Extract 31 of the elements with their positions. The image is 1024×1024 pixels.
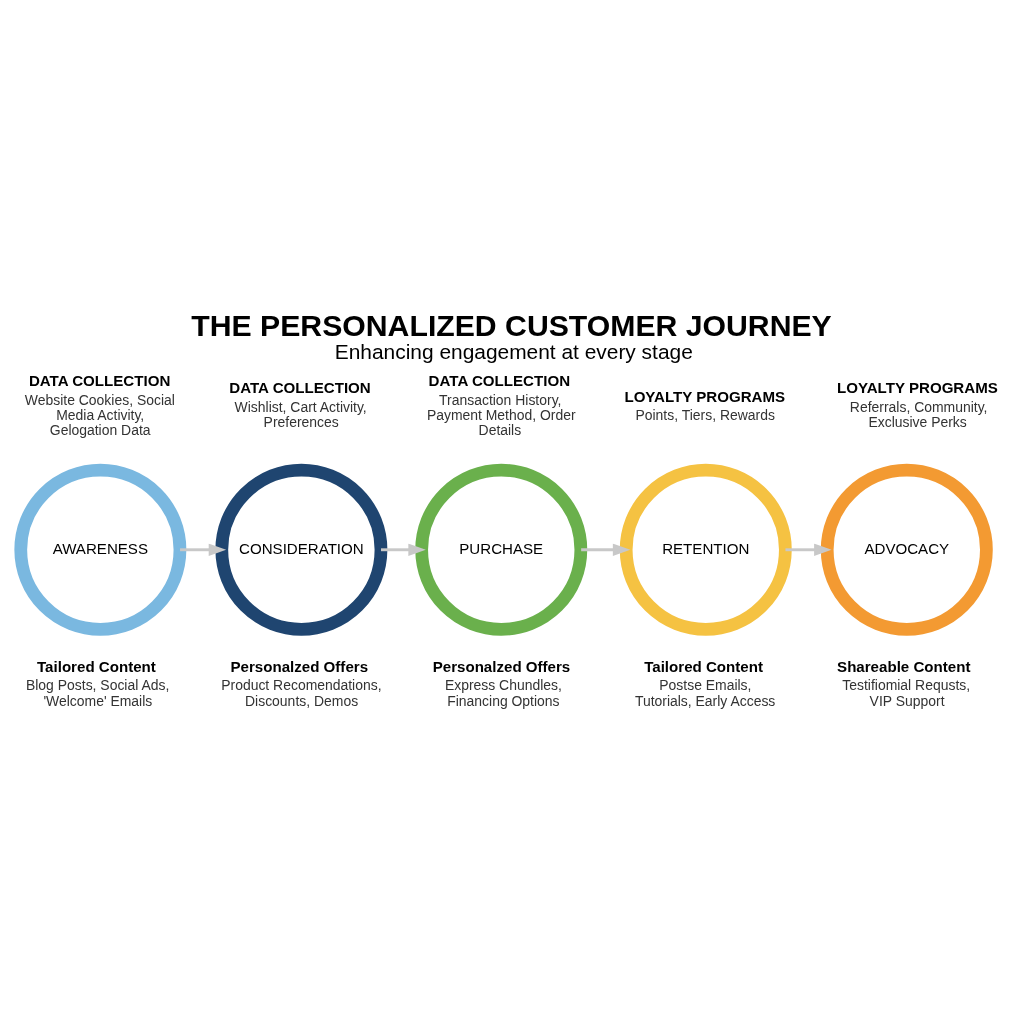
node-label: DATA COLLECTION — [28, 372, 171, 390]
node-label: Tailored Content — [644, 657, 763, 675]
node-label: Shareable Content — [837, 657, 971, 675]
node-circle: AWARENESS — [14, 463, 187, 636]
node-label: Personalzed Offers — [432, 657, 571, 675]
node-label: DATA COLLECTION — [229, 379, 371, 397]
diagram-title: THE PERSONALIZED CUSTOMER JOURNEY — [191, 309, 832, 343]
node-label: Postse Emails, Tutorials, Early Access — [634, 677, 776, 709]
arrow — [581, 543, 631, 556]
arrow — [180, 543, 227, 556]
node-label: Blog Posts, Social Ads, 'Welcome' Emails — [25, 677, 170, 709]
node-circle: PURCHASE — [415, 463, 588, 636]
node-label: Product Recomendations, Discounts, Demos — [221, 677, 382, 709]
node-label: Transaction History, Payment Method, Order Details — [426, 392, 576, 439]
node-circle: RETENTION — [619, 463, 792, 636]
node-label: Express Chundles, Financing Options — [444, 677, 562, 709]
node-label: DATA COLLECTION — [428, 372, 571, 390]
node-label: Tailored Content — [37, 657, 156, 675]
arrow — [785, 543, 832, 556]
node-label: Website Cookies, Social Media Activity, Gelogation Data — [24, 392, 175, 439]
node-label: Wishlist, Cart Activity, Preferences — [234, 399, 367, 431]
node-circle: ADVOCACY — [820, 463, 993, 636]
node-label: Points, Tiers, Rewards — [635, 407, 775, 424]
node-label: Referrals, Community, Exclusive Perks — [849, 399, 988, 431]
node-label: Personalzed Offers — [230, 657, 369, 675]
caption: Enhancing engagement at every stage — [334, 340, 693, 364]
node-label: LOYALTY PROGRAMS — [624, 387, 786, 405]
node-circle: CONSIDERATION — [215, 463, 388, 636]
node-label: LOYALTY PROGRAMS — [837, 379, 998, 397]
node-label: Testifiomial Requsts, VIP Support — [842, 677, 971, 709]
arrow — [381, 543, 426, 556]
